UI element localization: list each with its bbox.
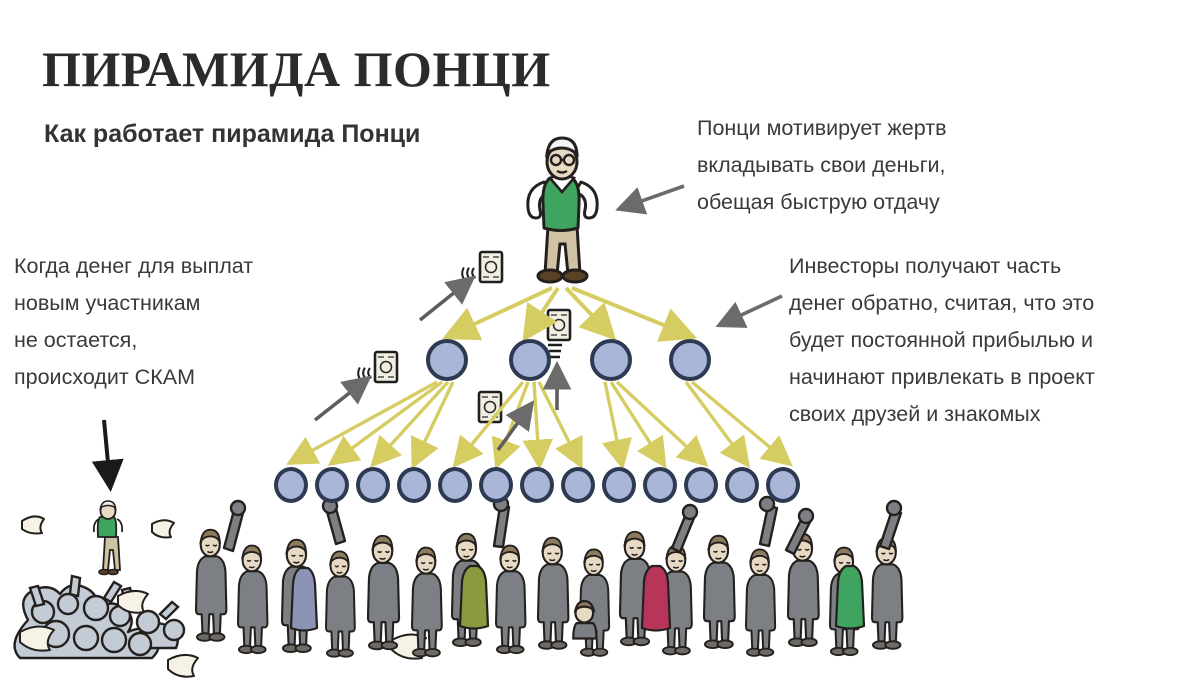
investor-node-level3 (725, 467, 759, 503)
investor-node-level3 (315, 467, 349, 503)
investor-node-level3 (766, 467, 800, 503)
investor-node-level3 (274, 467, 308, 503)
investor-node-level2 (426, 339, 468, 381)
investor-node-level3 (438, 467, 472, 503)
callout-line: происходит СКАМ (14, 365, 195, 389)
seated-child-figure (572, 599, 598, 640)
page-subtitle: Как работает пирамида Понци (44, 120, 421, 148)
ponzi-figure (526, 136, 599, 284)
callout-line: будет постоянной прибылью и (789, 328, 1093, 352)
ponzi-on-rubble-figure (92, 500, 124, 576)
callout-line: не остается, (14, 328, 138, 352)
investor-node-level3 (684, 467, 718, 503)
investor-node-level2 (590, 339, 632, 381)
callout-line: начинают привлекать в проект (789, 365, 1095, 389)
motion-lines-icon (548, 343, 562, 359)
callout-line: Понци мотивирует жертв (697, 116, 947, 140)
banknote-icon-group (356, 250, 572, 424)
ponzi-motivates-callout: Понци мотивирует жертв вкладывать свои д… (697, 110, 947, 221)
investor-node-level3 (643, 467, 677, 503)
callout-line: новым участникам (14, 291, 201, 315)
callout-line: Инвесторы получают часть (789, 254, 1062, 278)
callout-line: своих друзей и знакомых (789, 402, 1041, 426)
investor-crowd (194, 495, 904, 658)
callout-line: обещая быструю отдачу (697, 190, 940, 214)
investors-recruit-callout: Инвесторы получают часть денег обратно, … (789, 248, 1095, 433)
page-title: ПИРАМИДА ПОНЦИ (42, 41, 551, 97)
callout-line: Когда денег для выплат (14, 254, 254, 278)
scam-collapse-callout: Когда денег для выплат новым участникам … (14, 248, 253, 396)
investor-node-level3 (561, 467, 595, 503)
investor-node-level3 (479, 467, 513, 503)
collapsed-investors-pile (13, 574, 186, 660)
callout-line: денег обратно, считая, что это (789, 291, 1095, 315)
callout-line: вкладывать свои деньги, (697, 153, 946, 177)
investor-node-level3 (356, 467, 390, 503)
